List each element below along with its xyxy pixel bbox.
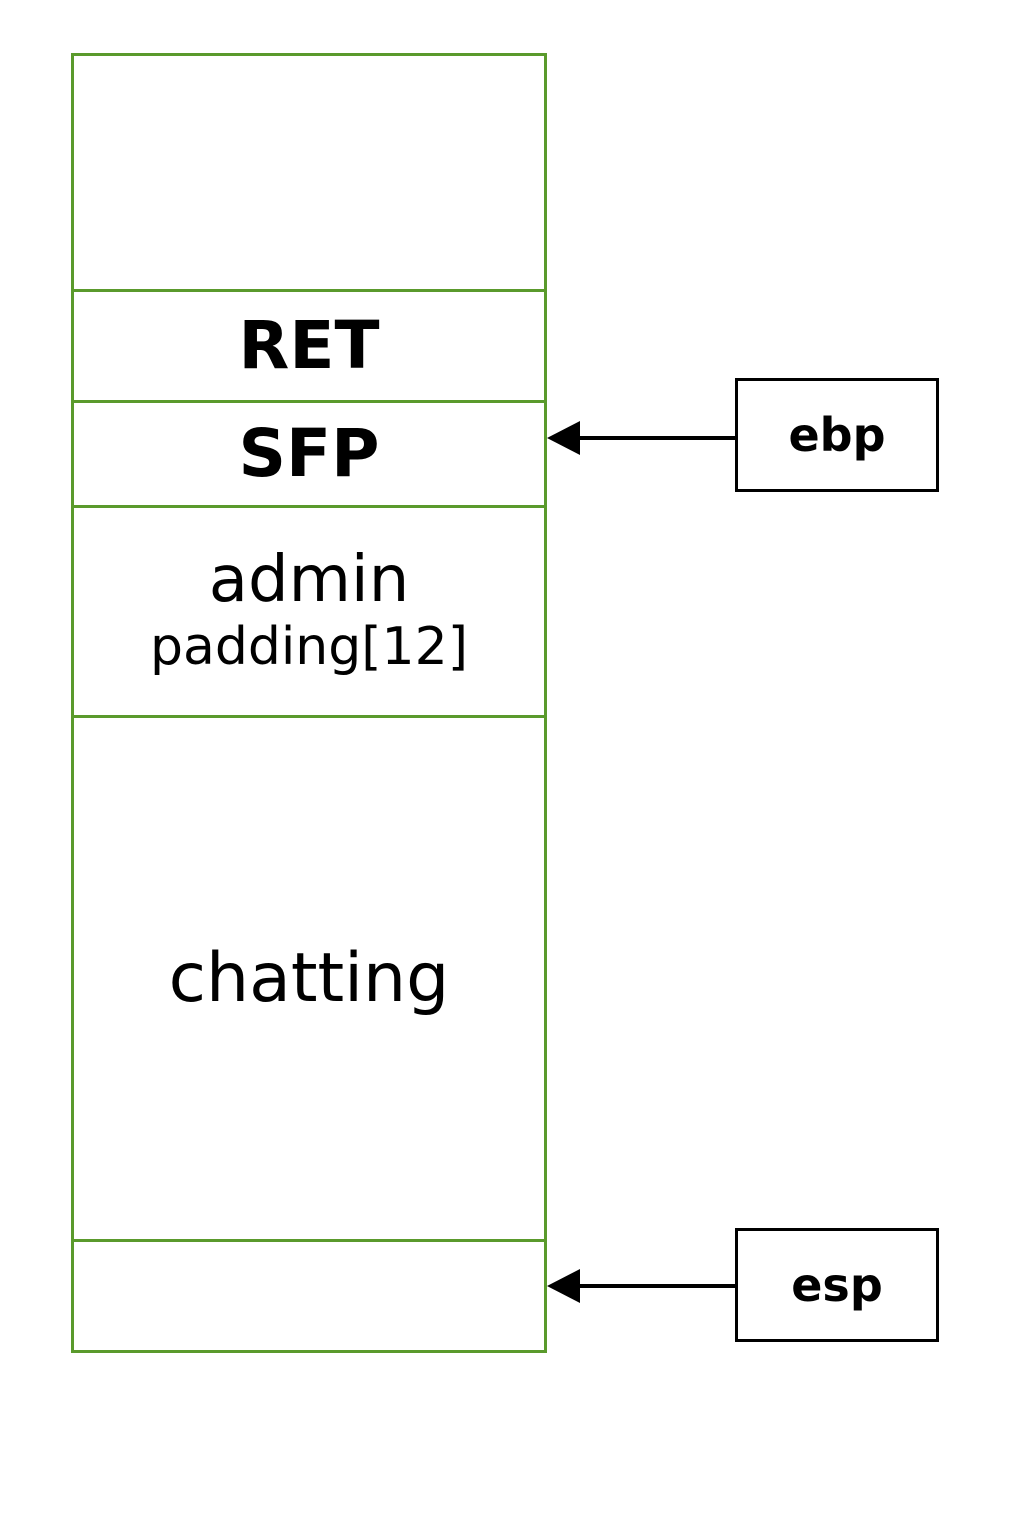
stack-frame: RET SFP admin padding[12] chatting [71, 53, 547, 1353]
esp-label: esp [791, 1258, 883, 1312]
stack-cell-top [74, 56, 544, 289]
stack-cell-bottom [74, 1239, 544, 1350]
stack-cell-sfp: SFP [74, 400, 544, 505]
ebp-label: ebp [788, 408, 886, 462]
stack-cell-ret: RET [74, 289, 544, 400]
chatting-label: chatting [168, 938, 450, 1018]
stack-cell-chatting: chatting [74, 715, 544, 1239]
ebp-register-box: ebp [735, 378, 939, 492]
stack-cell-admin: admin padding[12] [74, 505, 544, 715]
ret-label: RET [238, 307, 380, 384]
admin-label: admin [208, 543, 410, 618]
ebp-arrow [547, 421, 735, 455]
esp-register-box: esp [735, 1228, 939, 1342]
esp-arrow [547, 1269, 735, 1303]
padding-label: padding[12] [149, 616, 469, 677]
sfp-label: SFP [238, 415, 380, 492]
